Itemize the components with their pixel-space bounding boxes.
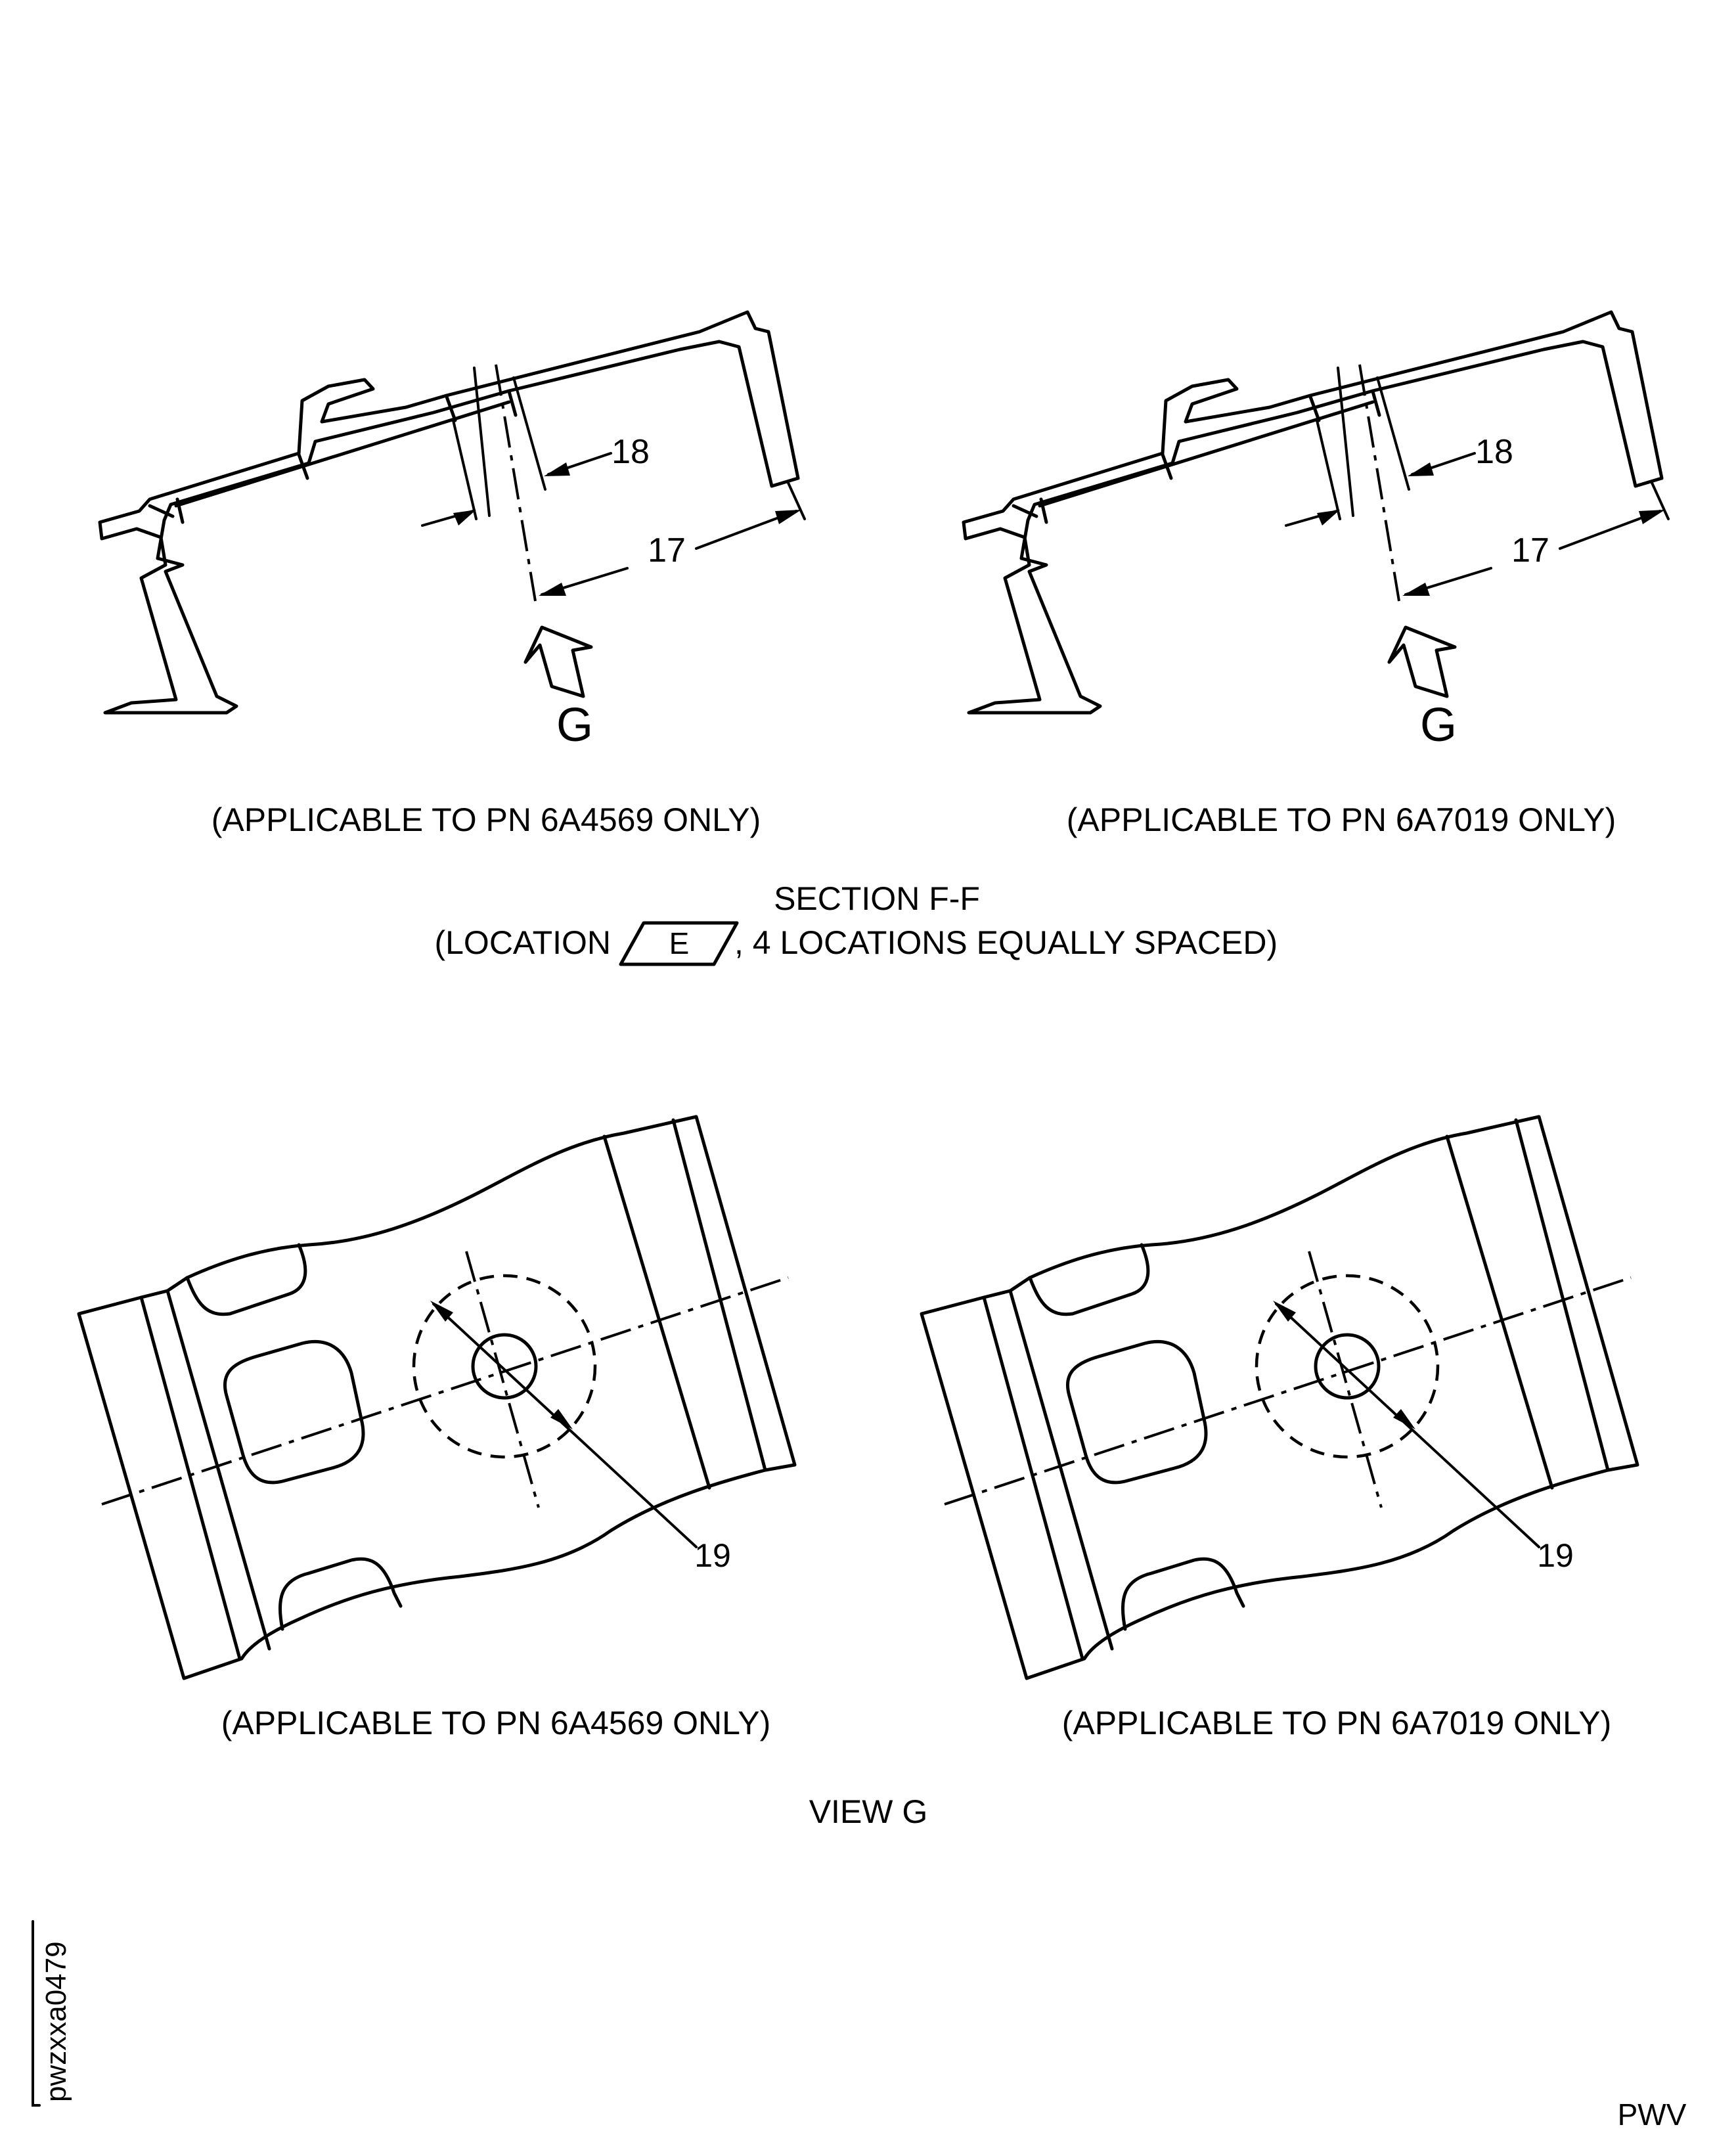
caption: (APPLICABLE TO PN 6A7019 ONLY) [1062, 1705, 1612, 1741]
corner-code: PWV [1618, 2097, 1687, 2132]
section-view-right: 17 18 G (APPLICABLE TO PN 6A7019 ONLY) [964, 312, 1668, 838]
dim-18-label: 18 [1475, 433, 1513, 471]
caption: (APPLICABLE TO PN 6A4569 ONLY) [211, 801, 761, 838]
view-g-left: 19 (APPLICABLE TO PN 6A4569 ONLY) [79, 1117, 795, 1741]
section-title-prefix: (LOCATION [434, 924, 611, 961]
view-arrow-label: G [556, 699, 593, 751]
side-code: pwzxxa0479 [40, 1941, 72, 2102]
dim-17-label: 17 [648, 531, 686, 570]
dim-18-label: 18 [612, 433, 650, 471]
datum-label: E [669, 926, 690, 960]
view-g-right: 19 (APPLICABLE TO PN 6A7019 ONLY) [922, 1117, 1637, 1741]
section-title-line1: SECTION F-F [774, 880, 980, 917]
section-title: SECTION F-F (LOCATION E , 4 LOCATIONS EQ… [434, 880, 1278, 966]
view-arrow-label: G [1420, 699, 1457, 751]
dim-17-label: 17 [1511, 531, 1549, 570]
callout-19: 19 [694, 1537, 731, 1574]
section-view-left: 17 18 G (APPLICABLE TO PN 6A4569 ONLY) [100, 312, 805, 838]
side-code-bracket [32, 1920, 41, 2107]
datum-parallelogram [619, 921, 739, 966]
caption: (APPLICABLE TO PN 6A7019 ONLY) [1067, 801, 1616, 838]
caption: (APPLICABLE TO PN 6A4569 ONLY) [221, 1705, 771, 1741]
callout-19: 19 [1537, 1537, 1574, 1574]
section-title-suffix: , 4 LOCATIONS EQUALLY SPACED) [734, 924, 1278, 961]
view-title: VIEW G [809, 1793, 928, 1830]
